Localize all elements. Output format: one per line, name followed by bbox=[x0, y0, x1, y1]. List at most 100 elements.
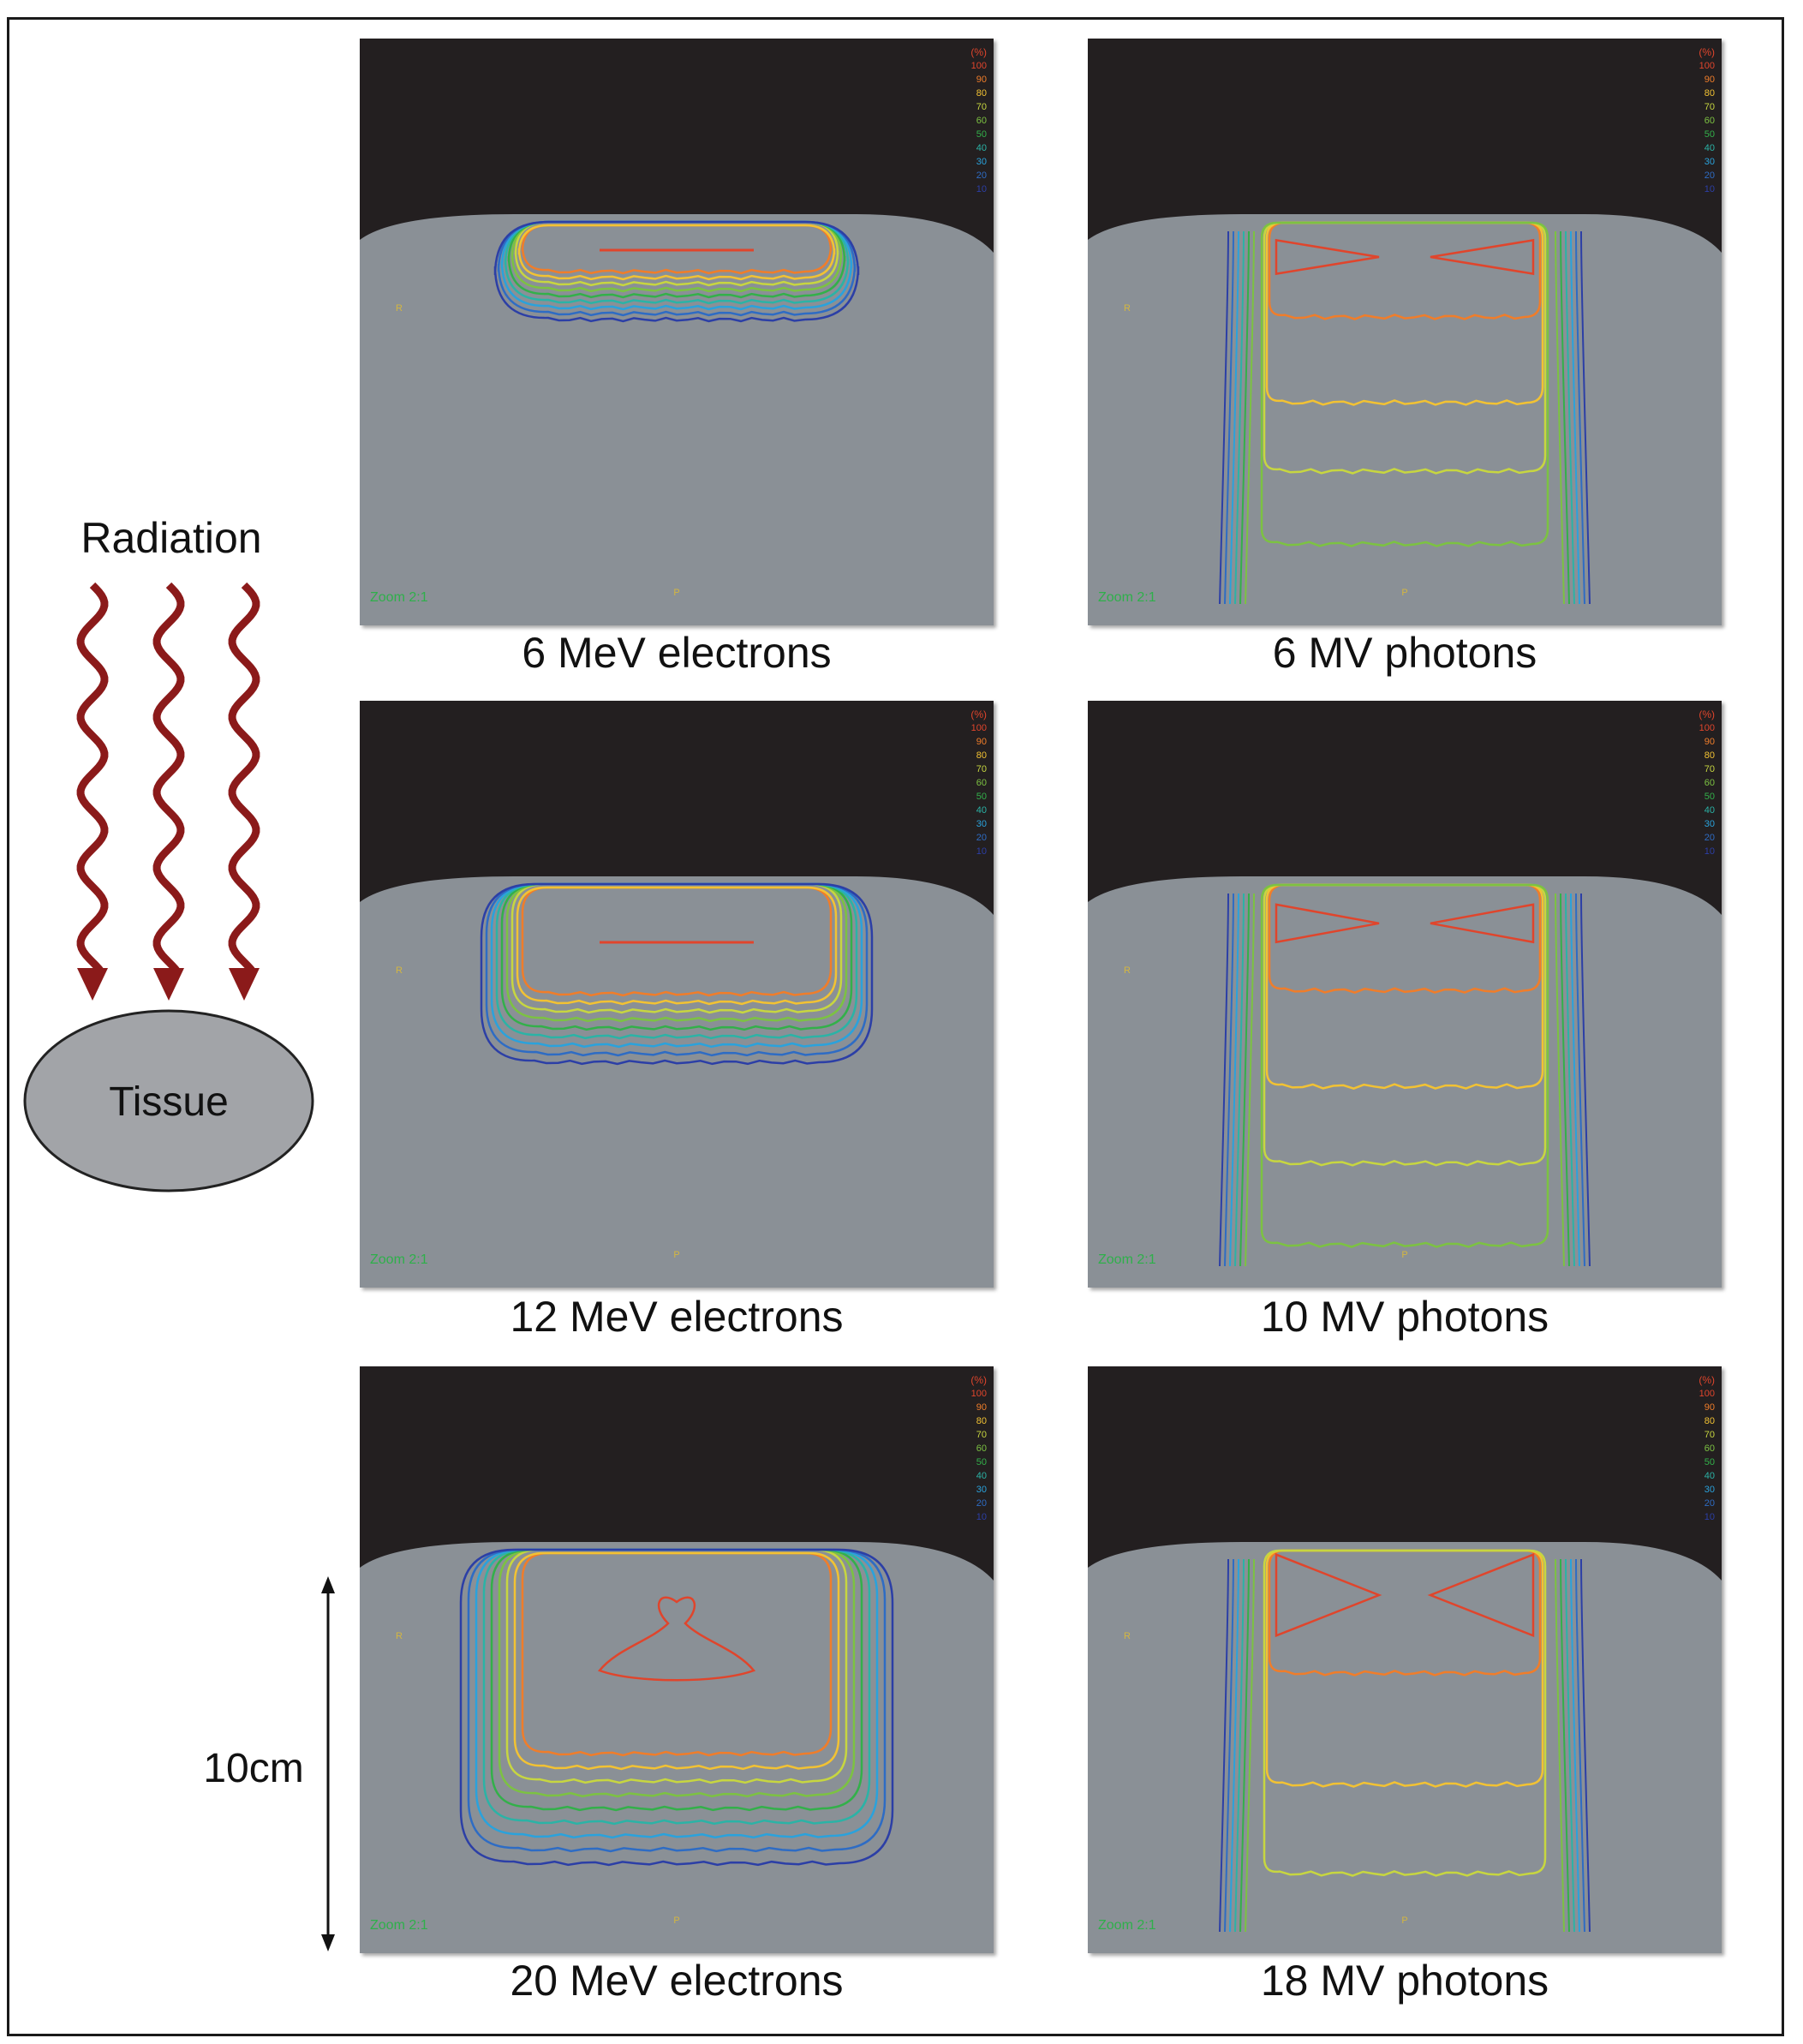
panel-caption: 6 MeV electrons bbox=[522, 629, 832, 677]
panel-caption: 18 MV photons bbox=[1260, 1957, 1549, 2005]
isodose-contour bbox=[1219, 1558, 1229, 1933]
legend-level: 60 bbox=[1704, 1443, 1715, 1454]
legend-level: 40 bbox=[976, 143, 987, 153]
orientation-mark-p: P bbox=[673, 1916, 679, 1926]
legend-level: 60 bbox=[976, 1443, 987, 1454]
isodose-contour bbox=[459, 1548, 894, 1867]
isodose-contours bbox=[493, 220, 860, 323]
isodose-contour bbox=[1570, 1558, 1580, 1933]
arrow-head bbox=[229, 968, 260, 1001]
zoom-label: Zoom 2:1 bbox=[1098, 1252, 1156, 1267]
air-region bbox=[360, 1366, 994, 1581]
isodose-contour bbox=[1570, 230, 1580, 605]
arrow-head bbox=[153, 968, 184, 1001]
legend-level: 40 bbox=[1704, 1471, 1715, 1481]
legend-level: 20 bbox=[1704, 1498, 1715, 1509]
legend-level: 70 bbox=[1704, 1430, 1715, 1440]
air-region bbox=[1088, 1366, 1722, 1581]
air-region bbox=[360, 701, 994, 915]
orientation-mark-r: R bbox=[396, 1631, 403, 1641]
scale-label: 10cm bbox=[203, 1746, 303, 1791]
panel-caption: 12 MeV electrons bbox=[510, 1293, 844, 1341]
radiation-label: Radiation bbox=[81, 514, 261, 562]
legend-level: 90 bbox=[1704, 737, 1715, 747]
isodose-contour bbox=[1555, 1558, 1565, 1933]
panel-caption: 10 MV photons bbox=[1260, 1293, 1549, 1341]
legend-level: 100 bbox=[971, 723, 987, 733]
isodose-contour bbox=[1260, 883, 1549, 1248]
figure-frame bbox=[7, 17, 1784, 2036]
isodose-contour bbox=[516, 886, 838, 1006]
isodose-contour bbox=[1219, 893, 1229, 1267]
isodose-contour bbox=[1275, 1552, 1382, 1638]
isodose-contour bbox=[1560, 893, 1570, 1267]
arrow-head bbox=[77, 968, 108, 1001]
isodose-contour bbox=[1275, 238, 1380, 276]
legend-level: 20 bbox=[1704, 170, 1715, 181]
isodose-contour bbox=[1229, 893, 1239, 1267]
isodose-contour bbox=[1224, 1558, 1234, 1933]
isodose-contour bbox=[1219, 230, 1229, 605]
isodose-contour bbox=[1224, 893, 1234, 1267]
legend-level: 30 bbox=[976, 819, 987, 829]
legend-header: (%) bbox=[1699, 1374, 1715, 1386]
isodose-contour bbox=[517, 224, 836, 281]
legend-level: 80 bbox=[976, 1416, 987, 1426]
legend-level: 80 bbox=[1704, 1416, 1715, 1426]
isodose-contour bbox=[1229, 230, 1239, 605]
legend-level: 40 bbox=[1704, 143, 1715, 153]
legend-level: 60 bbox=[1704, 116, 1715, 126]
legend-level: 70 bbox=[976, 1430, 987, 1440]
isodose-contour bbox=[1275, 903, 1380, 944]
legend-level: 70 bbox=[1704, 764, 1715, 774]
isodose-contour bbox=[1565, 1558, 1575, 1933]
legend-level: 70 bbox=[976, 764, 987, 774]
air-region bbox=[1088, 701, 1722, 915]
isodose-contours bbox=[480, 882, 874, 1066]
isodose-contour bbox=[1580, 1558, 1591, 1933]
zoom-label: Zoom 2:1 bbox=[1098, 590, 1156, 605]
tissue-ellipse bbox=[23, 1009, 314, 1192]
isodose-contour bbox=[480, 882, 874, 1066]
orientation-mark-r: R bbox=[1124, 965, 1131, 976]
legend-level: 50 bbox=[976, 129, 987, 140]
isodose-contours bbox=[1219, 221, 1591, 605]
isodose-contour bbox=[1239, 893, 1250, 1267]
legend-level: 30 bbox=[1704, 1485, 1715, 1495]
legend-level: 100 bbox=[1699, 61, 1715, 71]
legend-level: 10 bbox=[976, 846, 987, 857]
scale-bar bbox=[321, 1576, 335, 1951]
legend-level: 50 bbox=[1704, 792, 1715, 802]
orientation-mark-p: P bbox=[673, 588, 679, 598]
legend-level: 90 bbox=[1704, 1402, 1715, 1413]
isodose-contours bbox=[459, 1548, 894, 1867]
radiation-schematic: Radiation Tissue 10cm bbox=[23, 514, 335, 1951]
isodose-contour bbox=[1239, 1558, 1250, 1933]
isodose-contour bbox=[1565, 893, 1575, 1267]
isodose-contour bbox=[1560, 230, 1570, 605]
legend-level: 50 bbox=[976, 1457, 987, 1467]
legend-level: 50 bbox=[1704, 129, 1715, 140]
isodose-contour bbox=[1263, 1549, 1547, 1877]
isodose-contour bbox=[1245, 893, 1255, 1267]
legend-level: 90 bbox=[1704, 75, 1715, 85]
isodose-contour bbox=[1555, 893, 1565, 1267]
isodose-contour bbox=[1234, 230, 1245, 605]
legend-level: 90 bbox=[976, 1402, 987, 1413]
isodose-contour bbox=[1580, 893, 1591, 1267]
legend-level: 80 bbox=[976, 750, 987, 761]
legend-header: (%) bbox=[970, 46, 987, 58]
legend-level: 10 bbox=[976, 1512, 987, 1522]
legend-level: 70 bbox=[1704, 102, 1715, 112]
zoom-label: Zoom 2:1 bbox=[370, 1918, 428, 1933]
